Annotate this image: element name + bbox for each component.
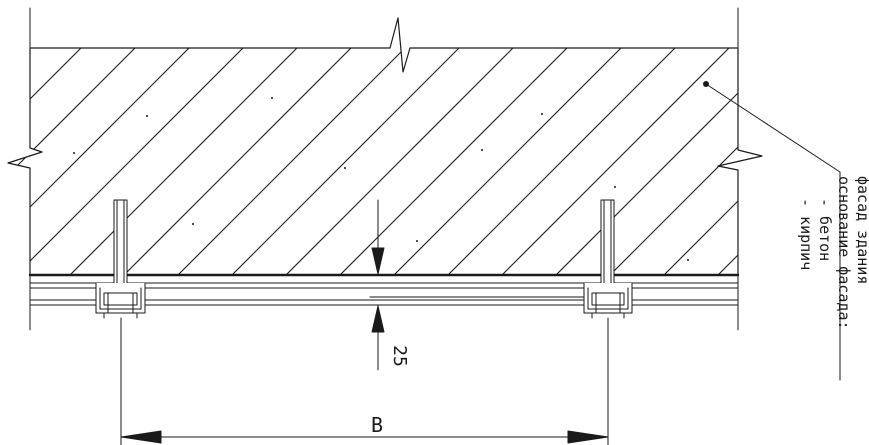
gap-dimension bbox=[371, 199, 385, 371]
hatch-line bbox=[555, 47, 762, 275]
gap-dimension-label: 25 bbox=[389, 345, 410, 367]
hatch-line bbox=[8, 47, 190, 275]
hatch-line bbox=[123, 47, 352, 275]
annotation-line-4: - кирпич bbox=[797, 198, 815, 270]
hatch-line bbox=[8, 47, 82, 275]
hatch-line bbox=[339, 47, 568, 275]
left-anchor-bracket bbox=[95, 199, 146, 319]
hatch-line bbox=[8, 47, 136, 275]
hatch-line bbox=[231, 47, 460, 275]
hatch-line bbox=[177, 47, 406, 275]
annotation-leader bbox=[703, 81, 841, 381]
hatch-line bbox=[663, 47, 762, 275]
hatch-line bbox=[15, 47, 244, 275]
hatch-line bbox=[69, 47, 298, 275]
hatch-line bbox=[285, 47, 514, 275]
annotation-line-3: - бетон bbox=[816, 198, 834, 261]
spacing-dimension bbox=[120, 317, 609, 445]
concrete-dots bbox=[73, 97, 689, 261]
hatch-line bbox=[609, 47, 762, 275]
facade-annotation: фасад здания основание фасада: - бетон -… bbox=[797, 176, 869, 330]
annotation-line-2: основание фасада: bbox=[835, 176, 853, 330]
annotation-line-1: фасад здания bbox=[854, 176, 869, 284]
wall-outline bbox=[7, 17, 763, 276]
right-anchor-bracket bbox=[583, 199, 633, 319]
hatch-line bbox=[447, 47, 676, 275]
spacing-dimension-label: B bbox=[371, 413, 383, 437]
hatch-line bbox=[501, 47, 730, 275]
hatch-line bbox=[393, 47, 622, 275]
